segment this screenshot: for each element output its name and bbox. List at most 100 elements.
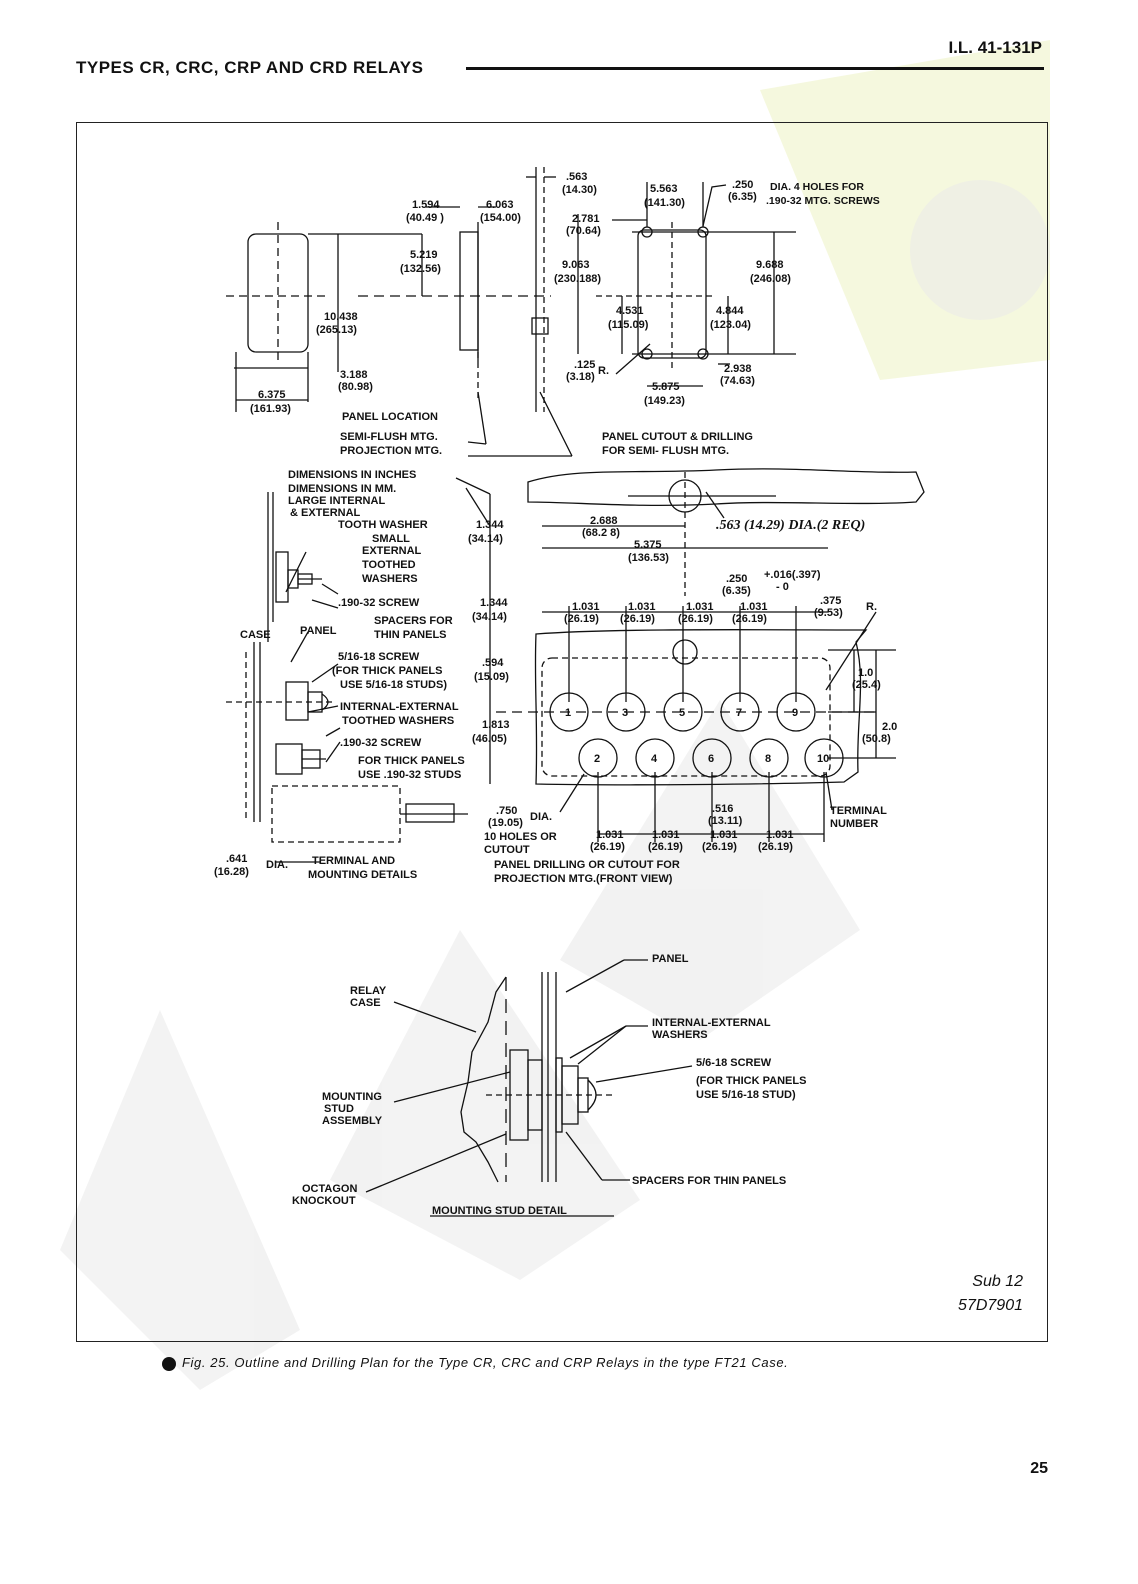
four-holes-label: DIA. 4 HOLES FOR bbox=[770, 181, 864, 193]
technical-drawing: 1.594 (40.49 ) 6.063 (154.00) .563 (14.3… bbox=[76, 122, 1048, 1342]
screw-190-label: .190-32 SCREW bbox=[338, 597, 420, 609]
dim-250b-mm: (6.35) bbox=[722, 585, 751, 597]
detail-screw-1: 5/6-18 SCREW bbox=[696, 1057, 772, 1069]
dim-tolerance-0: - 0 bbox=[776, 581, 789, 593]
terminal-4: 4 bbox=[651, 753, 658, 765]
cutout-title-1: PANEL CUTOUT & DRILLING bbox=[602, 431, 753, 443]
proj-label-1: PANEL DRILLING OR CUTOUT FOR bbox=[494, 859, 680, 871]
dia-641-label: DIA. bbox=[266, 859, 288, 871]
dim-2688: 2.688 bbox=[590, 515, 618, 527]
dim-2688-mm: (68.2 8) bbox=[582, 527, 620, 539]
dim-2781-mm: (70.64) bbox=[566, 225, 601, 237]
dim-1031-c: 1.031 bbox=[686, 601, 714, 613]
spacers-detail-label: SPACERS FOR THIN PANELS bbox=[632, 1175, 786, 1187]
drawing-svg: 1.594 (40.49 ) 6.063 (154.00) .563 (14.3… bbox=[214, 167, 925, 1217]
stud-label-1: MOUNTING bbox=[322, 1091, 382, 1103]
dim-1031-d: 1.031 bbox=[740, 601, 768, 613]
terminal-10: 10 bbox=[817, 753, 829, 765]
large-washer-3: TOOTH WASHER bbox=[338, 519, 428, 531]
screw-190b-label: .190-32 SCREW bbox=[340, 737, 422, 749]
dim-1031-c-mm: (26.19) bbox=[678, 613, 713, 625]
holes-750-label: .750 bbox=[496, 805, 517, 817]
dim-516: .516 bbox=[712, 803, 733, 815]
dim-6375: 6.375 bbox=[258, 389, 286, 401]
holes-dia: DIA. bbox=[530, 811, 552, 823]
dim-1344b-mm: (34.14) bbox=[472, 611, 507, 623]
terminal-9: 9 bbox=[792, 707, 798, 719]
dim-1031-e-mm: (26.19) bbox=[590, 841, 625, 853]
spacers-label-2: THIN PANELS bbox=[374, 629, 447, 641]
dim-1594-mm: (40.49 ) bbox=[406, 212, 444, 224]
holes-750-mm: (19.05) bbox=[488, 817, 523, 829]
dim-4531-mm: (115.09) bbox=[608, 319, 649, 331]
dim-1813: 1.813 bbox=[482, 719, 510, 731]
dim-2781: 2.781 bbox=[572, 213, 600, 225]
terminal-5: 5 bbox=[679, 707, 685, 719]
dim-563: .563 bbox=[566, 171, 587, 183]
dim-20: 2.0 bbox=[882, 721, 897, 733]
page-number: 25 bbox=[1030, 1460, 1048, 1477]
holes-10-label: 10 HOLES OR bbox=[484, 831, 557, 843]
revision-marker-icon bbox=[162, 1357, 176, 1371]
dim-10438: 10.438 bbox=[324, 311, 358, 323]
cutout-label: CUTOUT bbox=[484, 844, 530, 856]
detail-ie-1: INTERNAL-EXTERNAL bbox=[652, 1017, 771, 1029]
screw-516-label-3: USE 5/16-18 STUDS) bbox=[340, 679, 447, 691]
dim-4531: 4.531 bbox=[616, 305, 644, 317]
proj-label-2: PROJECTION MTG.(FRONT VIEW) bbox=[494, 873, 673, 885]
panel-location-label: PANEL LOCATION bbox=[342, 411, 438, 423]
terminal-2: 2 bbox=[594, 753, 600, 765]
four-holes-label-2: .190-32 MTG. SCREWS bbox=[766, 195, 880, 207]
dims-mm-label: DIMENSIONS IN MM. bbox=[288, 483, 396, 495]
dim-125-r: R. bbox=[598, 365, 609, 377]
case-label: CASE bbox=[240, 629, 271, 641]
spacers-label-1: SPACERS FOR bbox=[374, 615, 453, 627]
dim-20-mm: (50.8) bbox=[862, 733, 891, 745]
dim-5875-mm: (149.23) bbox=[644, 395, 685, 407]
dim-5375-mm: (136.53) bbox=[628, 552, 669, 564]
stud-label-3: ASSEMBLY bbox=[322, 1115, 383, 1127]
dim-1594: 1.594 bbox=[412, 199, 440, 211]
small-washer-4: WASHERS bbox=[362, 573, 418, 585]
dim-1031-g-mm: (26.19) bbox=[702, 841, 737, 853]
terminal-details-1: TERMINAL AND bbox=[312, 855, 395, 867]
dim-250-mm: (6.35) bbox=[728, 191, 757, 203]
dim-1031-g: 1.031 bbox=[710, 829, 738, 841]
document-id: I.L. 41-131P bbox=[948, 38, 1042, 57]
dim-6063: 6.063 bbox=[486, 199, 514, 211]
terminal-number-label-1: TERMINAL bbox=[830, 805, 887, 817]
ie-washers-1: INTERNAL-EXTERNAL bbox=[340, 701, 459, 713]
dim-4844: 4.844 bbox=[716, 305, 744, 317]
detail-title: MOUNTING STUD DETAIL bbox=[432, 1205, 567, 1217]
large-washer-2: & EXTERNAL bbox=[290, 507, 361, 519]
dims-inches-label: DIMENSIONS IN INCHES bbox=[288, 469, 416, 481]
terminal-6: 6 bbox=[708, 753, 714, 765]
dim-9688: 9.688 bbox=[756, 259, 784, 271]
dim-5375: 5.375 bbox=[634, 539, 662, 551]
cutout-title-2: FOR SEMI- FLUSH MTG. bbox=[602, 445, 729, 457]
small-washer-1: SMALL bbox=[372, 533, 410, 545]
header-rule bbox=[466, 67, 1044, 70]
dim-1344b: 1.344 bbox=[480, 597, 508, 609]
dim-1031-a: 1.031 bbox=[572, 601, 600, 613]
dim-1031-e: 1.031 bbox=[596, 829, 624, 841]
dim-594: .594 bbox=[482, 657, 504, 669]
dim-10438-mm: (265.13) bbox=[316, 324, 357, 336]
terminal-number-label-2: NUMBER bbox=[830, 818, 878, 830]
terminal-details-2: MOUNTING DETAILS bbox=[308, 869, 417, 881]
dim-516-mm: (13.11) bbox=[708, 815, 743, 827]
dia-641: .641 bbox=[226, 853, 247, 865]
dim-1031-d-mm: (26.19) bbox=[732, 613, 767, 625]
dim-1031-h: 1.031 bbox=[766, 829, 794, 841]
dim-3188: 3.188 bbox=[340, 369, 368, 381]
semi-flush-label: SEMI-FLUSH MTG. bbox=[340, 431, 438, 443]
octagon-2: KNOCKOUT bbox=[292, 1195, 356, 1207]
dim-tolerance: +.016(.397) bbox=[764, 569, 821, 581]
detail-screw-3: USE 5/16-18 STUD) bbox=[696, 1089, 796, 1101]
dim-375-mm: (9.53) bbox=[814, 607, 843, 619]
dim-250b: .250 bbox=[726, 573, 747, 585]
dim-9688-mm: (246.08) bbox=[750, 273, 791, 285]
dim-10: 1.0 bbox=[858, 667, 873, 679]
dim-5219-mm: (132.56) bbox=[400, 263, 441, 275]
dim-1031-a-mm: (26.19) bbox=[564, 613, 599, 625]
